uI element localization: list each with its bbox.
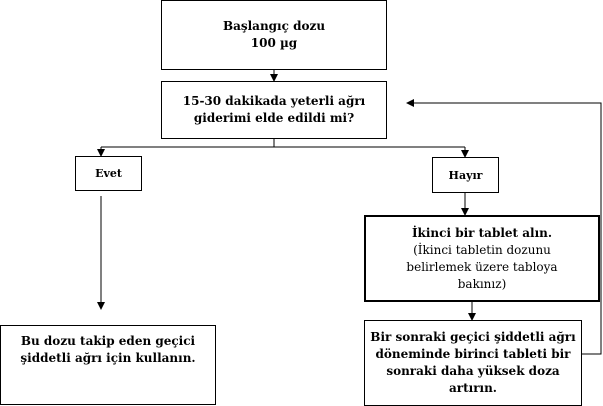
yes-result-line-1: Bu dozu takip eden geçici <box>20 334 196 348</box>
increase-dose-line-4: artırın. <box>449 381 497 395</box>
no-label: Hayır <box>448 168 483 182</box>
no-box: Hayır <box>432 157 499 193</box>
yes-box: Evet <box>75 156 142 191</box>
second-tablet-box: İkinci bir tablet alın. (İkinci tabletin… <box>364 215 600 302</box>
yes-result-box: Bu dozu takip eden geçici şiddetli ağrı … <box>0 325 216 405</box>
second-tablet-line-1: İkinci bir tablet alın. <box>411 225 553 240</box>
yes-result-line-2: şiddetli ağrı için kullanın. <box>20 351 196 365</box>
increase-dose-line-1: Bir sonraki geçici şiddetli ağrı <box>370 330 576 344</box>
start-dose-label: Başlangıç dozu <box>222 19 326 33</box>
start-dose-value: 100 µg <box>250 36 298 50</box>
increase-dose-line-3: sonraki daha yüksek doza <box>386 364 560 378</box>
question-line-1: 15-30 dakikada yeterli ağrı <box>182 94 366 108</box>
second-tablet-line-3: belirlemek üzere tabloya <box>406 259 558 274</box>
question-line-2: giderimi elde edildi mi? <box>193 111 355 125</box>
second-tablet-line-2: (İkinci tabletin dozunu <box>413 242 551 257</box>
increase-dose-box: Bir sonraki geçici şiddetli ağrı dönemin… <box>364 320 582 406</box>
second-tablet-line-4: bakınız) <box>457 276 507 291</box>
arrow-feedback-loop <box>406 99 602 355</box>
question-box: 15-30 dakikada yeterli ağrı giderimi eld… <box>161 81 387 139</box>
start-dose-box: Başlangıç dozu 100 µg <box>161 0 387 70</box>
increase-dose-line-2: döneminde birinci tableti bir <box>375 347 571 361</box>
yes-label: Evet <box>95 167 122 180</box>
